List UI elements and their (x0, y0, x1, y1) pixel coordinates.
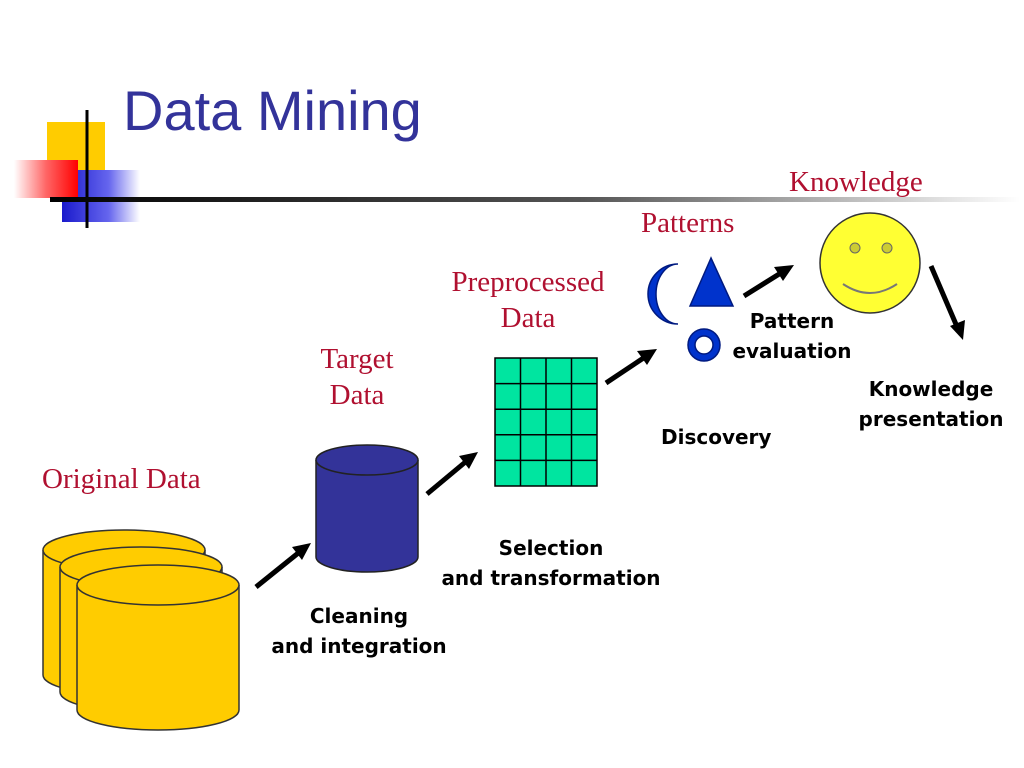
ring-hole (694, 335, 714, 355)
stage-label-original-data: Original Data (42, 463, 201, 495)
step-label-knowledge-presentation-line2: presentation (858, 407, 1004, 431)
stage-label-target-data: Target Data (300, 341, 414, 413)
step-label-pattern-evaluation-line2: evaluation (732, 339, 852, 363)
arrow-pattern-evaluation (742, 265, 794, 299)
pattern-shapes (647, 256, 735, 362)
stage-label-preprocessed-line1: Preprocessed (451, 266, 605, 298)
crescent-icon (647, 263, 679, 325)
title-underline (50, 197, 1020, 202)
slide-logo-decoration (14, 110, 140, 228)
stage-label-target-line2: Data (329, 379, 385, 411)
stage-label-knowledge: Knowledge (789, 166, 923, 198)
original-data-cylinder-front (76, 564, 240, 731)
step-label-pattern-evaluation-line1: Pattern (749, 309, 835, 333)
arrow-discovery (604, 349, 657, 386)
arrow-selection (425, 452, 478, 496)
step-label-knowledge-presentation-line1: Knowledge (868, 377, 994, 401)
stage-label-patterns: Patterns (641, 207, 735, 239)
stage-label-target-line1: Target (320, 343, 394, 375)
step-label-cleaning-line1: Cleaning (309, 604, 409, 628)
smiley-face-icon (819, 212, 921, 314)
step-label-selection-line2: and transformation (441, 566, 661, 590)
step-label-cleaning: Cleaning and integration (254, 601, 464, 661)
step-label-selection: Selection and transformation (416, 533, 686, 593)
preprocessed-data-grid (494, 357, 598, 487)
arrow-cleaning (254, 543, 311, 589)
stage-label-preprocessed-line2: Data (500, 302, 556, 334)
step-label-pattern-evaluation: Pattern evaluation (722, 306, 862, 366)
target-data-cylinder (315, 444, 419, 573)
triangle-icon (688, 256, 735, 307)
logo-red-square (14, 160, 78, 198)
page-title: Data Mining (123, 79, 422, 142)
step-label-selection-line1: Selection (498, 536, 604, 560)
original-data-cylinders (42, 529, 240, 731)
step-label-discovery: Discovery (661, 425, 772, 449)
step-label-knowledge-presentation: Knowledge presentation (844, 374, 1018, 434)
step-label-cleaning-line2: and integration (271, 634, 447, 658)
process-arrows (254, 265, 965, 589)
arrow-knowledge-presentation (928, 265, 965, 340)
stage-label-preprocessed-data: Preprocessed Data (424, 264, 632, 336)
